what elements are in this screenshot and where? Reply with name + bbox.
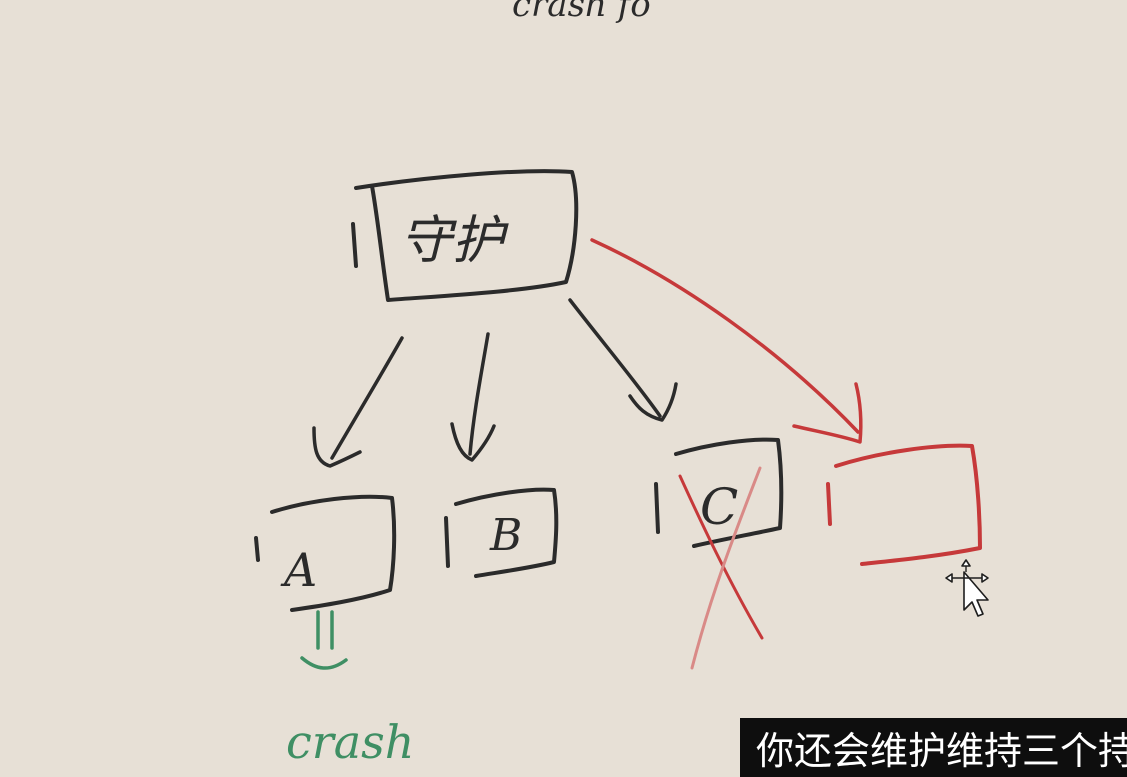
replacement-node-box xyxy=(834,443,982,566)
child-node-b: B xyxy=(444,487,559,578)
child-node-c-tick xyxy=(654,482,660,534)
heading-text: crash fo xyxy=(512,0,651,25)
child-node-b-tick xyxy=(444,516,450,568)
parent-node: 守护 xyxy=(351,169,579,302)
crash-annotation: crash xyxy=(286,610,414,769)
parent-node-tick xyxy=(351,222,358,268)
arrow-to-a xyxy=(312,336,404,468)
child-node-b-box xyxy=(454,487,559,578)
move-cursor-icon xyxy=(945,559,989,617)
replacement-node xyxy=(826,443,982,566)
child-node-a: A xyxy=(254,494,397,612)
child-node-b-label: B xyxy=(489,510,522,561)
child-node-c-box xyxy=(674,437,784,548)
parent-to-replacement-arrow xyxy=(590,238,863,444)
parent-node-label: 守护 xyxy=(400,211,509,271)
replacement-node-tick xyxy=(826,482,832,526)
parent-node-box xyxy=(354,169,579,302)
child-node-a-tick xyxy=(254,536,260,562)
subtitle-bar: 你还会维护维持三个持 xyxy=(740,718,1127,777)
arrow-to-c xyxy=(568,298,678,422)
heading-fragment: crash fo xyxy=(512,0,651,25)
crash-note-text: crash xyxy=(286,715,414,769)
parent-to-children-arrows xyxy=(312,298,678,468)
child-node-c-cross xyxy=(678,466,764,670)
child-node-c: C xyxy=(654,437,784,548)
arrow-to-b xyxy=(450,332,496,462)
crash-arrow-head xyxy=(300,656,348,670)
child-node-a-label: A xyxy=(280,543,317,597)
child-node-c-label: C xyxy=(700,478,738,536)
child-node-a-box xyxy=(270,494,397,612)
subtitle-text: 你还会维护维持三个持 xyxy=(756,729,1127,773)
